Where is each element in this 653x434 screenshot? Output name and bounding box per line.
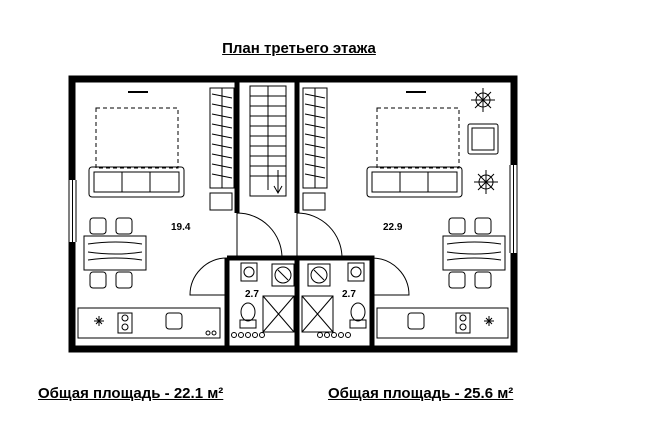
shower-right	[301, 295, 334, 333]
bathroom-right-area: 2.7	[342, 289, 356, 300]
room-right-area: 22.9	[383, 222, 403, 233]
lamp-icon	[94, 316, 104, 326]
lamp-icon	[484, 316, 494, 326]
washbasin-left	[240, 262, 258, 282]
sofa-left	[88, 166, 185, 198]
kitchen-right	[376, 307, 509, 339]
staircase	[249, 85, 287, 197]
plant-icon	[474, 170, 498, 194]
bed-left	[95, 107, 179, 169]
total-area-left: Общая площадь - 22.1 м²	[38, 385, 224, 402]
shower-left	[262, 295, 295, 333]
washer-right	[307, 263, 331, 287]
wardrobe-left	[209, 87, 235, 189]
door-left	[236, 212, 283, 259]
washbasin-right	[347, 262, 365, 282]
dining-set-right	[442, 217, 506, 289]
armchair	[467, 123, 499, 155]
bathroom-left-area: 2.7	[245, 289, 259, 300]
plant-icon	[471, 88, 495, 112]
sofa-right	[366, 166, 463, 198]
bathroom-door-left	[189, 257, 228, 296]
bed-right	[376, 107, 460, 169]
dining-set-left	[83, 217, 147, 289]
room-left-area: 19.4	[171, 222, 191, 233]
total-area-right: Общая площадь - 25.6 м²	[328, 385, 514, 402]
kitchen-left	[77, 307, 221, 339]
washer-left	[271, 263, 295, 287]
toilet-right	[349, 302, 367, 329]
toilet-left	[239, 302, 257, 329]
door-right	[296, 212, 343, 259]
plan-title: План третьего этажа	[222, 40, 376, 57]
floor-vents	[231, 332, 351, 338]
wardrobe-right	[302, 87, 328, 189]
bathroom-door-right	[371, 257, 410, 296]
